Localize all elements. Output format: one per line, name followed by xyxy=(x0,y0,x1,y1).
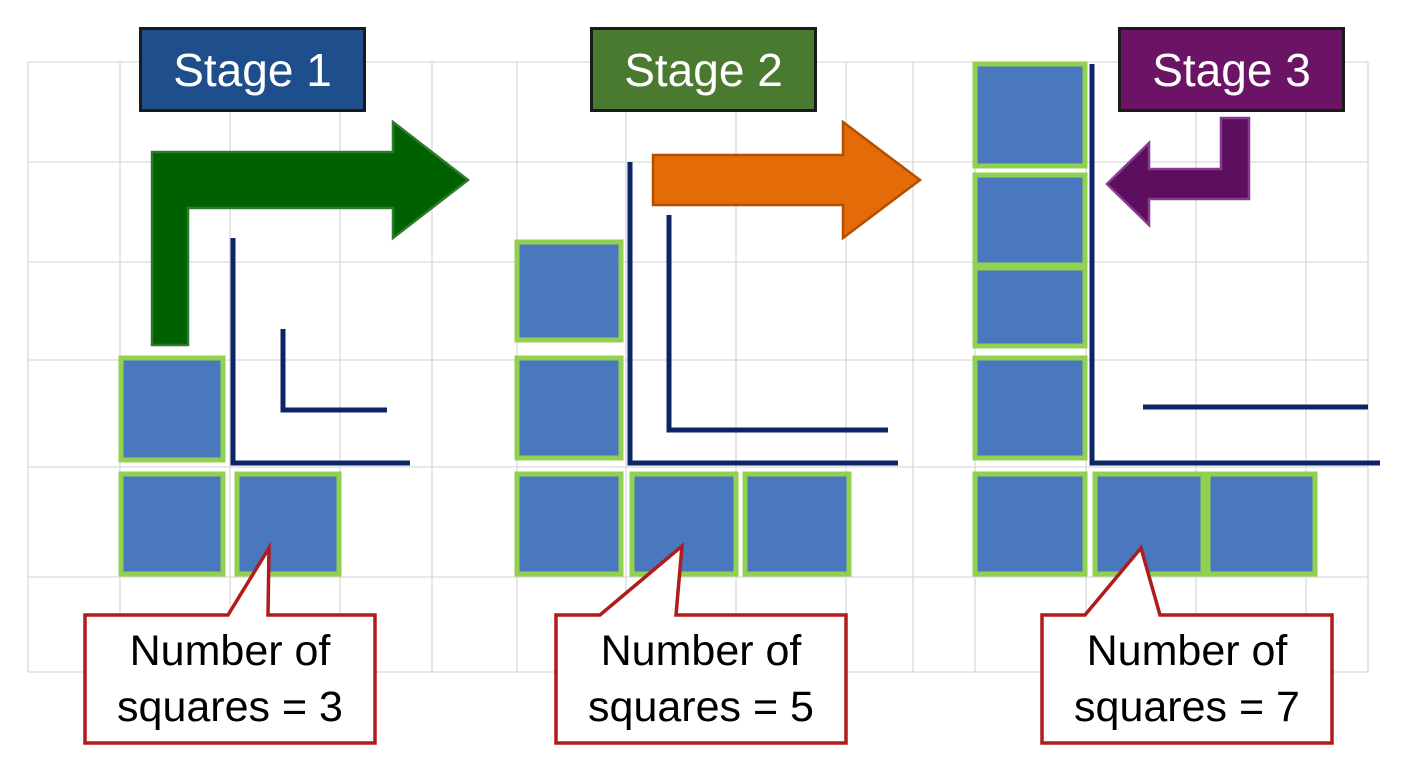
stage-1-square-1 xyxy=(118,355,226,463)
arrow-stage3-pointer xyxy=(1105,116,1251,228)
corner-line-5 xyxy=(1089,64,1380,466)
stage-1-callout-bubble xyxy=(83,541,377,745)
corner-line-2 xyxy=(280,329,387,413)
stage-3-square-7 xyxy=(1205,471,1318,577)
arrow-stage1-to-stage2 xyxy=(150,119,471,347)
stage-3-square-5 xyxy=(972,471,1088,577)
stage-2-title: Stage 2 xyxy=(590,27,817,112)
corner-line-1 xyxy=(230,238,410,466)
stage-1-title: Stage 1 xyxy=(139,27,366,112)
stage-3-callout-line2: squares = 7 xyxy=(1074,683,1300,731)
stage-3-callout-bubble xyxy=(1040,544,1334,745)
stage-3-title: Stage 3 xyxy=(1118,27,1345,112)
stage-2-square-1 xyxy=(514,239,624,343)
stage-3-square-1 xyxy=(972,61,1088,169)
stage-1-title-text: Stage 1 xyxy=(173,43,332,96)
stage-3-square-6 xyxy=(1092,471,1206,577)
stage-2-callout-text: Number of squares = 5 xyxy=(556,615,846,743)
corner-lines xyxy=(230,64,1380,466)
stage-3-callout-line1: Number of xyxy=(1086,627,1288,675)
stage-1-square-2 xyxy=(118,471,226,577)
stage-3-square-4 xyxy=(972,355,1088,461)
stage-2-callout-bubble xyxy=(554,541,848,745)
stage-2-square-3 xyxy=(514,471,624,577)
stage-1-callout-line1: Number of xyxy=(129,627,331,675)
arrows xyxy=(150,116,1251,347)
stage-1-callout-text: Number of squares = 3 xyxy=(85,615,375,743)
stage-2-square-4 xyxy=(629,471,739,577)
stage-3-square-3 xyxy=(972,265,1088,349)
stage-2-square-5 xyxy=(742,471,852,577)
stage-1-callout-line2: squares = 3 xyxy=(117,683,343,731)
stage-3-title-text: Stage 3 xyxy=(1152,43,1311,96)
stage-1-square-3 xyxy=(234,471,342,577)
squares xyxy=(118,61,1318,577)
stage-2-square-2 xyxy=(514,355,624,461)
corner-line-3 xyxy=(627,162,898,466)
stage-2-callout-line2: squares = 5 xyxy=(588,683,814,731)
stage-2-title-text: Stage 2 xyxy=(624,43,783,96)
arrow-stage2-to-stage3 xyxy=(651,119,923,241)
stage-3-callout-text: Number of squares = 7 xyxy=(1042,615,1332,743)
callouts xyxy=(83,541,1334,745)
corner-line-4 xyxy=(666,215,888,433)
stage-2-callout-line1: Number of xyxy=(600,627,802,675)
stage-3-square-2 xyxy=(972,172,1088,268)
